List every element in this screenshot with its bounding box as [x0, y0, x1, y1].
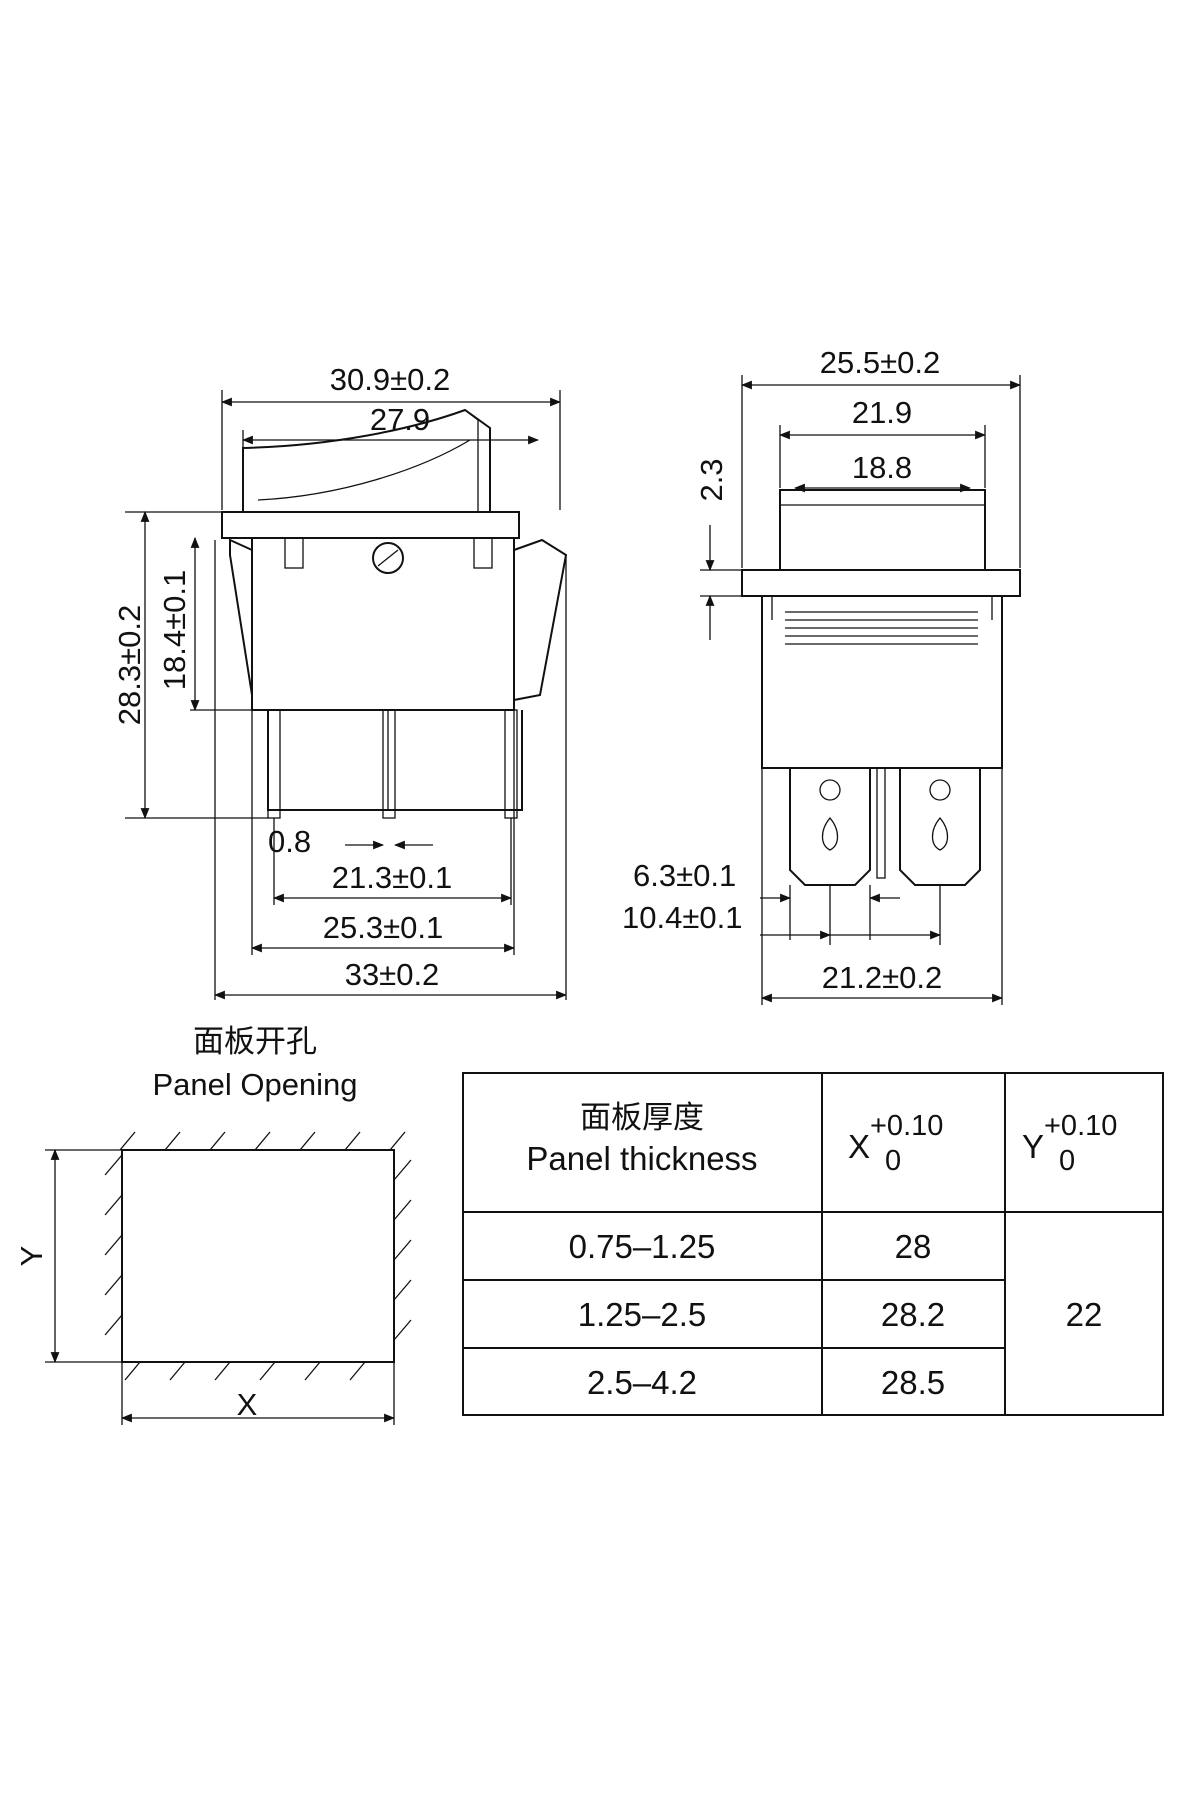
front-flange [221, 511, 520, 539]
front-terminal-mid [382, 709, 396, 819]
table-frame [462, 1072, 1164, 1416]
panel-thickness-table: 面板厚度 Panel thickness X +0.10 0 Y +0.10 0… [462, 1072, 1164, 1416]
table-row-x: 28 [895, 1228, 932, 1265]
table-row-x: 28.2 [881, 1296, 945, 1333]
dim-clip-width: 33±0.2 [345, 957, 440, 992]
center-divider [876, 767, 886, 879]
side-view: 25.5±0.2 21.9 18.8 2.3 6.3±0.1 10.4±0.1 … [622, 345, 1022, 1005]
table-header-cn: 面板厚度 [580, 1100, 704, 1136]
right-clip [513, 538, 568, 701]
dim-body-height: 18.4±0.1 [157, 570, 192, 690]
table-x-header: X [848, 1128, 870, 1165]
table-row-x: 28.5 [881, 1364, 945, 1401]
front-view: 30.9±0.2 27.9 28.3±0.2 18.4±0.1 0.8 21.3… [112, 362, 568, 1000]
panel-opening-rect [121, 1149, 395, 1363]
side-flange [741, 569, 1021, 597]
dim-side-rocker-width: 21.9 [852, 395, 912, 430]
dim-total-height: 28.3±0.2 [112, 605, 147, 725]
dim-side-rocker-top: 18.8 [852, 450, 912, 485]
dim-side-body-width: 21.2±0.2 [822, 960, 942, 995]
side-rocker [779, 489, 986, 571]
side-terminal-left [789, 768, 871, 886]
panel-label-y: Y [14, 1246, 49, 1267]
table-y-value: 22 [1066, 1296, 1103, 1333]
dim-terminal-thickness: 0.8 [268, 824, 311, 859]
dim-flange-thickness: 2.3 [694, 458, 729, 501]
screw-icon [372, 542, 404, 574]
side-terminal-right [899, 768, 981, 886]
dim-side-terminal-pitch: 10.4±0.1 [622, 900, 742, 935]
table-y-tol-zero: 0 [1059, 1145, 1075, 1177]
dim-overall-width: 30.9±0.2 [330, 362, 450, 397]
table-y-tol-plus: +0.10 [1044, 1110, 1117, 1142]
table-row-thickness: 1.25–2.5 [578, 1296, 706, 1333]
side-body [761, 596, 1003, 769]
dim-body-width: 25.3±0.1 [323, 910, 443, 945]
front-terminal-right [504, 709, 518, 819]
table-x-tol-zero: 0 [885, 1145, 901, 1177]
table-y-header: Y [1022, 1128, 1044, 1165]
table-row-thickness: 0.75–1.25 [569, 1228, 716, 1265]
table-header-en: Panel thickness [526, 1140, 757, 1177]
rocker-outline [242, 408, 491, 512]
table-x-tol-plus: +0.10 [870, 1110, 943, 1142]
dim-rocker-width: 27.9 [370, 402, 430, 437]
panel-opening-title-en: Panel Opening [152, 1067, 357, 1102]
panel-opening-title-cn: 面板开孔 [193, 1024, 317, 1060]
left-clip [229, 538, 253, 696]
table-row-thickness: 2.5–4.2 [587, 1364, 697, 1401]
dim-terminal-pitch: 21.3±0.1 [332, 860, 452, 895]
panel-opening: 面板开孔 Panel Opening [14, 1024, 412, 1425]
front-body [251, 538, 515, 711]
side-grooves [785, 611, 978, 645]
panel-label-x: X [237, 1387, 258, 1422]
dim-side-flange-width: 25.5±0.2 [820, 345, 940, 380]
panel-hatching [104, 1131, 412, 1381]
front-terminal-left [267, 709, 281, 819]
dim-side-terminal-width: 6.3±0.1 [633, 858, 736, 893]
